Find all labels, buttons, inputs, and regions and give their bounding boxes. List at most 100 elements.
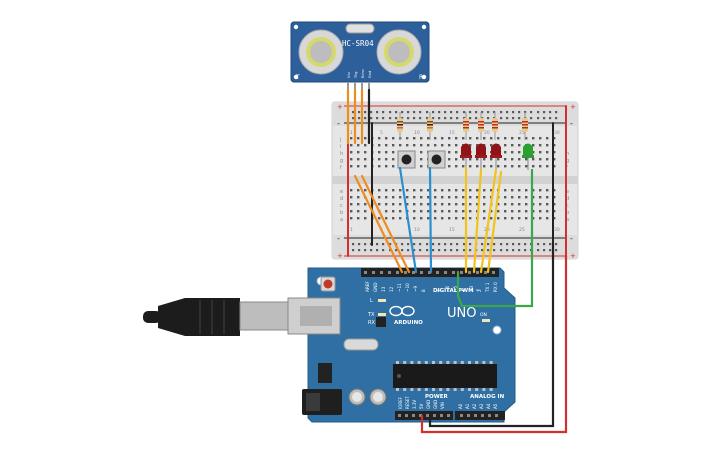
pin-label: A5	[493, 403, 498, 409]
breadboard-hole	[385, 158, 388, 161]
breadboard-hole	[364, 144, 367, 147]
pin-label: 13	[381, 286, 386, 292]
sensor-leg	[368, 82, 370, 90]
header-pin	[484, 271, 487, 274]
pin-label: ~10	[405, 283, 410, 292]
breadboard-hole	[539, 210, 542, 213]
breadboard-hole	[357, 210, 360, 213]
rail-hole	[358, 243, 361, 246]
pin-label: Trig	[354, 72, 358, 79]
breadboard-hole	[427, 137, 430, 140]
breadboard-hole	[385, 210, 388, 213]
breadboard-hole	[357, 217, 360, 220]
breadboard-hole	[553, 158, 556, 161]
wire-red	[420, 254, 568, 434]
breadboard-hole	[462, 196, 465, 199]
led-on	[482, 319, 490, 322]
breadboard-hole	[427, 144, 430, 147]
breadboard-hole	[441, 217, 444, 220]
breadboard-hole	[469, 189, 472, 192]
breadboard-hole	[553, 144, 556, 147]
breadboard-hole	[518, 151, 521, 154]
chip-leg	[468, 388, 471, 391]
arduino-logo	[389, 305, 415, 317]
breadboard-hole	[497, 210, 500, 213]
rail-hole	[395, 117, 398, 120]
breadboard-hole	[525, 189, 528, 192]
breadboard-hole	[511, 151, 514, 154]
breadboard-hole	[483, 158, 486, 161]
rail-hole	[506, 111, 509, 114]
breadboard-hole	[511, 144, 514, 147]
breadboard-hole	[420, 196, 423, 199]
rail-hole	[456, 117, 459, 120]
rail-hole	[395, 249, 398, 252]
rail-hole	[389, 111, 392, 114]
rail-hole	[463, 117, 466, 120]
row-letter: c	[340, 203, 343, 209]
breadboard-hole	[483, 137, 486, 140]
row-letter: a	[340, 217, 343, 223]
breadboard-hole	[462, 165, 465, 168]
row-letter: b	[340, 210, 343, 216]
chip-leg	[432, 361, 435, 364]
transmitter-mesh	[310, 41, 332, 63]
breadboard-hole	[378, 203, 381, 206]
usb-port-inner	[300, 306, 332, 326]
breadboard-hole	[546, 210, 549, 213]
breadboard-hole	[490, 210, 493, 213]
header-pin	[433, 414, 436, 417]
breadboard-hole	[518, 158, 521, 161]
breadboard-hole	[364, 203, 367, 206]
header-pin	[404, 271, 407, 274]
breadboard-hole	[469, 144, 472, 147]
header-pin	[492, 271, 495, 274]
breadboard-hole	[392, 210, 395, 213]
breadboard-hole	[455, 189, 458, 192]
col-number: 30	[554, 130, 560, 136]
pin-label: RESET	[405, 396, 410, 409]
rail-hole	[444, 117, 447, 120]
header-pin	[460, 414, 463, 417]
pushbutton[interactable]	[427, 150, 446, 169]
digital-pin-labels: AREF GND 13 12 ~11 ~10 ~9 8 7 ~6 ~5 4 ~3…	[365, 281, 498, 293]
rail-hole	[432, 243, 435, 246]
breadboard-hole	[441, 144, 444, 147]
breadboard-hole	[434, 189, 437, 192]
rail-hole	[413, 243, 416, 246]
breadboard-hole	[413, 196, 416, 199]
breadboard-hole	[448, 196, 451, 199]
sensor-model-label: HC-SR04	[342, 39, 374, 48]
pushbutton[interactable]	[397, 150, 416, 169]
led-red	[490, 143, 502, 170]
breadboard-hole	[539, 137, 542, 140]
header-pin	[428, 271, 431, 274]
breadboard-hole	[406, 137, 409, 140]
bottom-power-rail	[332, 235, 578, 259]
rail-hole	[426, 117, 429, 120]
pin-label: A1	[465, 403, 470, 409]
reset-button[interactable]	[323, 279, 333, 289]
pwm-label: PWM ~	[458, 288, 480, 294]
breadboard-hole	[448, 189, 451, 192]
chip-leg	[439, 388, 443, 391]
pin-label: TX 1	[485, 282, 490, 293]
breadboard-hole	[350, 137, 353, 140]
rail-hole	[469, 111, 472, 114]
on-label: ON	[480, 312, 487, 318]
power-jack-detail	[306, 393, 320, 411]
breadboard-hole	[378, 196, 381, 199]
usb-cable	[143, 297, 341, 336]
chip-notch	[397, 374, 401, 378]
breadboard-hole	[350, 203, 353, 206]
pin-label: Gnd	[368, 71, 372, 78]
breadboard-hole	[476, 144, 479, 147]
rail-hole	[352, 249, 355, 252]
rail-hole	[444, 111, 447, 114]
breadboard-hole	[539, 144, 542, 147]
breadboard-hole	[399, 144, 402, 147]
rail-hole	[487, 249, 490, 252]
rail-minus-sign: -	[337, 234, 340, 243]
chip-leg	[432, 388, 435, 391]
uno-label: UNO	[447, 306, 476, 321]
